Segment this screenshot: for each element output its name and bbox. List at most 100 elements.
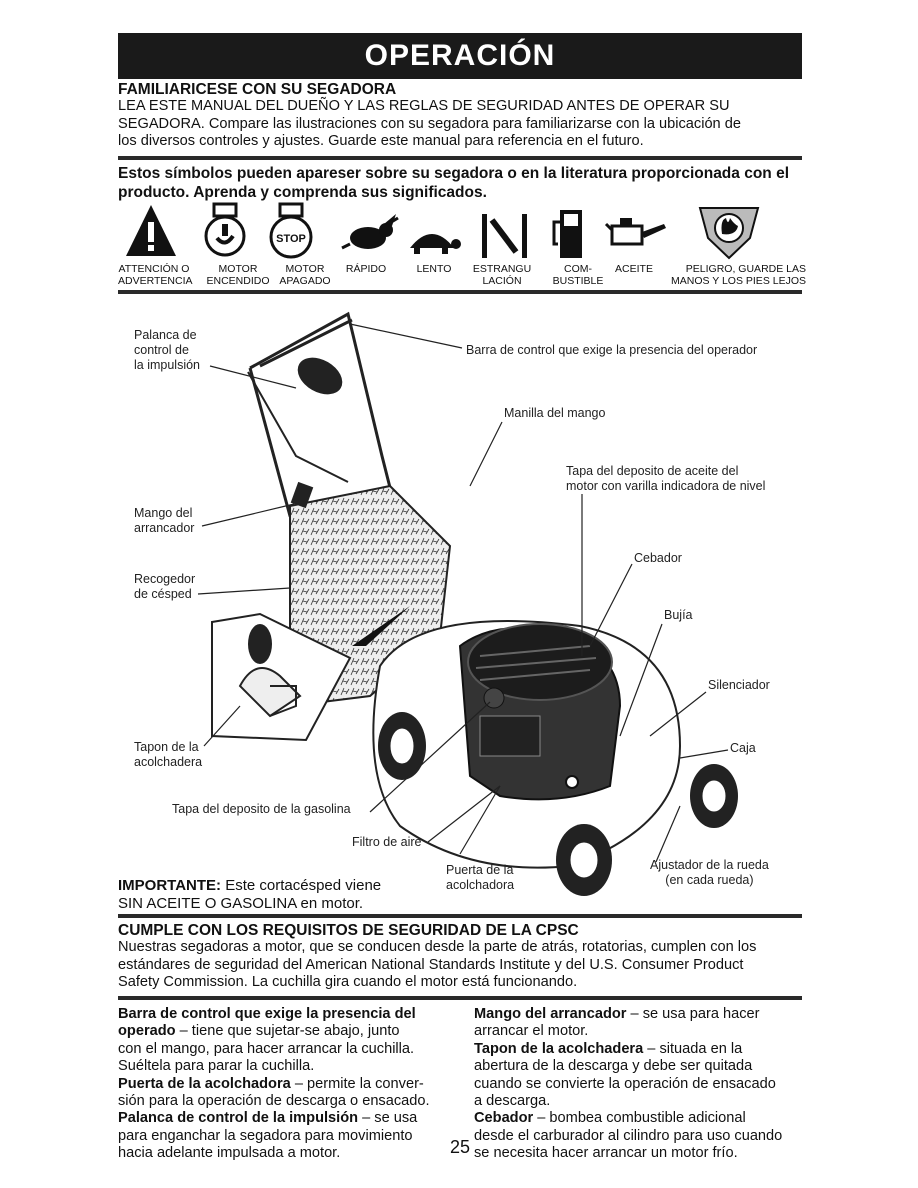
label-line: Palanca de <box>134 328 197 342</box>
familiarize-paragraph: LEA ESTE MANUAL DEL DUEÑO Y LAS REGLAS D… <box>118 98 808 151</box>
desc-line: cuando se convierte la operación de ensa… <box>474 1075 776 1092</box>
symbol-label-line: APAGADO <box>279 275 331 287</box>
cpsc-line: Nuestras segadoras a motor, que se condu… <box>118 939 757 955</box>
label-line: acolchadera <box>134 755 203 769</box>
cpsc-paragraph: Nuestras segadoras a motor, que se condu… <box>118 939 808 992</box>
symbol-label: COM- BUSTIBLE <box>542 263 614 287</box>
section-divider <box>118 156 802 160</box>
front-wheel-left <box>556 824 612 896</box>
symbol-label-line: ENCENDIDO <box>206 275 270 287</box>
familiarize-heading: FAMILIARICESE CON SU SEGADORA <box>118 81 397 98</box>
front-wheel-right <box>690 764 738 828</box>
desc-line: se necesita hacer arrancar un motor frío… <box>474 1145 738 1162</box>
symbols-icon-row: STOP <box>126 202 760 260</box>
symbol-label-line: ACEITE <box>615 263 653 275</box>
desc-line: para enganchar la segadora para movimien… <box>118 1127 413 1144</box>
desc-line: Cebador – bombea combustible adicional <box>474 1110 746 1127</box>
desc-line: Mango del arrancador – se usa para hacer <box>474 1006 760 1022</box>
rear-wheel-left <box>378 712 426 780</box>
cpsc-heading: CUMPLE CON LOS REQUISITOS DE SEGURIDAD D… <box>118 922 579 939</box>
symbol-label: PELIGRO, GUARDE LAS MANOS Y LOS PIES LEJ… <box>656 263 806 287</box>
label-tapa-aceite: Tapa del deposito de aceite del motor co… <box>566 464 765 494</box>
symbol-label-line: RÁPIDO <box>345 263 387 275</box>
symbol-label-line: LENTO <box>416 263 452 275</box>
symbol-label: ACEITE <box>604 263 664 275</box>
desc-line: Palanca de control de la impulsión – se … <box>118 1110 418 1127</box>
symbol-label: MOTOR ENCENDIDO <box>202 263 274 287</box>
label-mango-arrancador: Mango del arrancador <box>134 506 194 536</box>
symbol-label-line: ATTENCIÓN O <box>118 263 190 275</box>
hand-danger-icon <box>698 207 760 260</box>
mower-illustration <box>197 311 738 896</box>
important-label: IMPORTANTE: <box>118 877 222 894</box>
section-divider <box>118 996 802 1000</box>
symbol-label: ESTRANGU LACIÓN <box>466 263 538 287</box>
desc-line: operado – tiene que sujetar-se abajo, ju… <box>118 1023 400 1040</box>
important-text: Este cortacésped viene <box>221 877 382 894</box>
cpsc-line: estándares de seguridad del American Nat… <box>118 956 744 973</box>
oil-can-icon <box>604 218 666 246</box>
symbol-label-line: MOTOR <box>285 263 325 275</box>
symbol-label-line: MOTOR <box>218 263 258 275</box>
section-divider <box>118 914 802 918</box>
label-line: acolchadora <box>446 878 515 892</box>
mower-engine <box>458 623 622 801</box>
label-silenciador: Silenciador <box>708 678 770 692</box>
symbols-intro-line: producto. Aprenda y comprenda sus signif… <box>118 184 487 201</box>
section-divider <box>118 290 802 294</box>
mulch-plug-inset <box>211 606 410 742</box>
turtle-icon <box>410 234 461 254</box>
familiarize-line: SEGADORA. Compare las ilustraciones con … <box>118 115 741 132</box>
drive-control-knob <box>297 357 343 395</box>
symbol-label-line: COM- <box>564 263 592 275</box>
label-tapon: Tapon de la acolchadera <box>134 740 202 770</box>
symbol-label-line: PELIGRO, GUARDE LAS <box>685 263 806 275</box>
desc-line: a descarga. <box>474 1093 551 1110</box>
desc-line: abertura de la descarga y debe ser quita… <box>474 1058 753 1075</box>
leader-lines <box>197 323 729 863</box>
symbol-label: MOTOR APAGADO <box>272 263 338 287</box>
label-line: la impulsión <box>134 358 201 372</box>
label-caja: Caja <box>730 741 756 755</box>
label-palanca: Palanca de control de la impulsión <box>134 328 200 373</box>
important-note: IMPORTANTE: Este cortacésped viene SIN A… <box>118 877 381 913</box>
desc-line: Barra de control que exige la presencia … <box>118 1006 416 1022</box>
desc-line: sión para la operación de descarga o ens… <box>118 1093 430 1110</box>
label-ajustador: Ajustador de la rueda (en cada rueda) <box>650 858 769 888</box>
label-barra: Barra de control que exige la presencia … <box>466 343 758 357</box>
desc-line: arrancar el motor. <box>474 1023 589 1040</box>
choke-icon <box>482 214 527 258</box>
desc-line: Suéltela para parar la cuchilla. <box>118 1058 315 1075</box>
symbol-label-line: LACIÓN <box>482 275 522 287</box>
page-number: 25 <box>450 1137 471 1157</box>
label-line: Tapa del deposito de aceite del <box>566 464 739 478</box>
page-title-banner: OPERACIÓN <box>118 33 802 79</box>
symbol-label: RÁPIDO <box>336 263 396 275</box>
label-line: Tapon de la <box>134 740 199 754</box>
label-filtro: Filtro de aire <box>352 835 422 849</box>
label-cebador: Cebador <box>634 551 682 565</box>
label-puerta: Puerta de la acolchadora <box>446 863 514 893</box>
cpsc-line: Safety Commission. La cuchilla gira cuan… <box>118 974 578 990</box>
label-line: Puerta de la <box>446 863 514 877</box>
starter-handle <box>290 481 314 509</box>
label-line: Mango del <box>134 506 193 520</box>
engine-stop-icon: STOP <box>269 202 313 259</box>
label-line: (en cada rueda) <box>665 873 754 887</box>
stop-text: STOP <box>276 233 306 245</box>
symbols-intro: Estos símbolos pueden apareser sobre su … <box>118 164 808 202</box>
control-bail <box>247 371 349 483</box>
symbol-label-line: ADVERTENCIA <box>118 275 193 287</box>
symbol-label: LENTO <box>404 263 464 275</box>
important-line: SIN ACEITE O GASOLINA en motor. <box>118 895 364 912</box>
desc-line: Tapon de la acolchadera – situada en la <box>474 1040 743 1057</box>
primer-bulb <box>565 775 579 789</box>
symbol-label-line: ESTRANGU <box>472 263 532 275</box>
familiarize-line: LEA ESTE MANUAL DEL DUEÑO Y LAS REGLAS D… <box>118 98 730 114</box>
symbol-label-line: MANOS Y LOS PIES LEJOS <box>671 275 806 287</box>
desc-line: hacia adelante impulsada a motor. <box>118 1145 341 1162</box>
engine-on-icon <box>204 202 246 257</box>
label-manilla: Manilla del mango <box>504 406 606 420</box>
label-bujia: Bujía <box>664 608 693 622</box>
label-line: control de <box>134 343 189 357</box>
